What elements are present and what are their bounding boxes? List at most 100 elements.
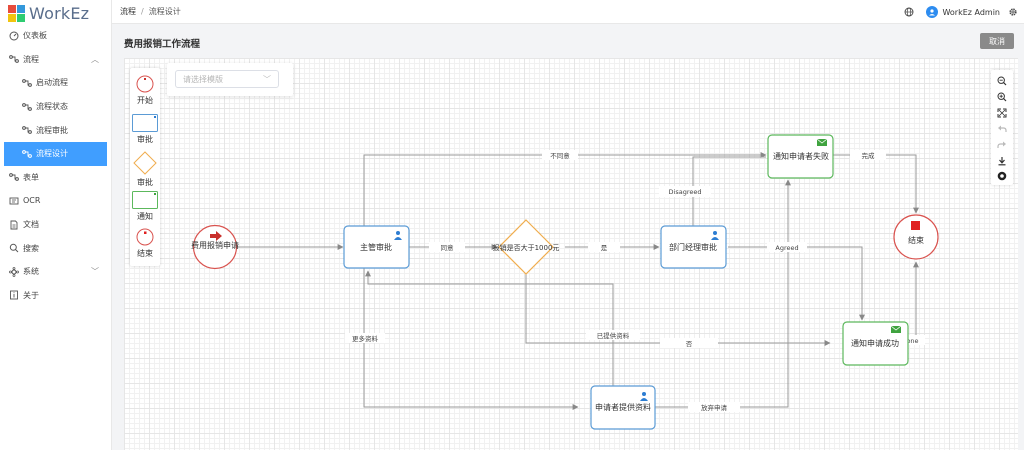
gateway-icon [133,151,157,175]
template-select[interactable]: 请选择模版 ﹀ [175,70,279,88]
undo-icon[interactable] [997,124,1007,134]
zoom-out-icon[interactable] [997,76,1007,86]
sidebar-item-system[interactable]: 系统 ﹀ [0,260,111,284]
breadcrumb-current: 流程设计 [148,7,181,16]
palette-item-approval-task[interactable]: 审批 [130,114,160,145]
info-icon [9,290,19,300]
palette-label: 通知 [137,212,153,221]
breadcrumb: 流程 / 流程设计 [120,6,181,17]
edge-label-no: 否 [686,340,693,348]
avatar[interactable] [926,6,939,18]
flow-icon [22,102,32,112]
edge-label-give-up: 放弃申请 [701,403,728,412]
edge-no[interactable] [525,274,831,346]
user-icon [711,231,719,240]
download-icon[interactable] [997,156,1007,166]
app-logo[interactable]: WorkEz [8,3,89,23]
edge-label-done: Done [901,337,918,345]
edge-reject[interactable] [363,152,767,226]
flow-icon [9,54,19,64]
sidebar-item-documents[interactable]: 文档 [0,213,111,237]
edge-complete[interactable] [833,154,919,214]
chevron-up-icon: ︿ [91,54,99,64]
flow-canvas[interactable]: 不同意 同意 是 Disagreed Agreed 完成 Done 否 更多资料… [124,58,1018,450]
end-event-icon [136,228,154,246]
palette-label: 审批 [137,178,153,187]
node-label: 部门经理审批 [669,242,717,252]
palette-item-end[interactable]: 结束 [130,228,160,259]
sidebar-item-flow-approval[interactable]: 流程审批 [0,118,111,142]
node-notify-fail[interactable]: 通知申请者失败 [767,134,834,179]
node-end[interactable]: 结束 [893,214,939,260]
palette-item-notify[interactable]: 通知 [130,191,160,222]
notify-task-icon [132,191,158,209]
palette-label: 审批 [137,135,153,144]
node-label: 主管审批 [360,242,392,252]
top-header: 流程 / 流程设计 WorkEz Admin [112,0,1024,24]
edge-label-more-info: 更多资料 [352,334,379,343]
node-label: 通知申请成功 [851,338,899,348]
edge-label-info-provided: 已提供资料 [597,331,630,340]
flow-diagram: 不同意 同意 是 Disagreed Agreed 完成 Done 否 更多资料… [191,134,939,430]
edge-label-disagreed: Disagreed [669,188,702,196]
user-task-icon [132,114,158,132]
sidebar-item-search[interactable]: 搜索 [0,236,111,260]
palette-item-start[interactable]: 开始 [130,75,160,106]
sidebar-item-dashboard[interactable]: 仪表板 [0,24,111,48]
main-content: 费用报销工作流程 取消 [112,24,1024,450]
node-notify-ok[interactable]: 通知申请成功 [842,321,909,366]
sidebar-item-label: 系统 [23,267,39,277]
edge-label-complete: 完成 [862,151,876,160]
edge-info-provided[interactable] [365,270,614,386]
globe-icon[interactable] [904,7,914,17]
sidebar: WorkEz 仪表板 流程 ︿ 启动流程 流程状态 [0,0,112,450]
node-manager[interactable]: 主管审批 [343,225,410,269]
node-start[interactable]: 费用报销申请 [191,224,239,270]
edge-label-agree: 同意 [441,243,455,252]
palette-label: 结束 [137,249,153,258]
envelope-icon [816,138,828,146]
palette-item-gateway[interactable]: 审批 [130,151,160,188]
fit-view-icon[interactable] [997,108,1007,118]
sidebar-item-about[interactable]: 关于 [0,284,111,308]
envelope-icon [890,325,902,333]
save-icon[interactable] [997,171,1007,181]
redo-icon[interactable] [997,140,1007,150]
edge-label-reject: 不同意 [550,151,570,160]
flow-icon [22,149,32,159]
flow-icon [22,78,32,88]
sidebar-item-start-flow[interactable]: 启动流程 [0,71,111,95]
node-dept-manager[interactable]: 部门经理审批 [660,225,727,269]
sidebar-item-label: 文档 [23,220,39,230]
edge-give-up[interactable] [647,179,791,408]
canvas-toolbar [991,70,1013,185]
sidebar-item-flow[interactable]: 流程 ︿ [0,48,111,72]
edge-more-info[interactable] [363,268,579,410]
user-icon [394,231,402,240]
arrow-right-icon [210,231,222,241]
sidebar-nav: 仪表板 流程 ︿ 启动流程 流程状态 流程审批 [0,24,111,307]
search-icon [9,243,19,253]
sidebar-item-label: 流程审批 [36,125,68,135]
sidebar-item-flow-design[interactable]: 流程设计 [4,141,107,166]
breadcrumb-item[interactable]: 流程 [120,7,136,16]
user-name[interactable]: WorkEz Admin [942,7,1000,17]
page-title: 费用报销工作流程 [124,39,201,50]
sidebar-item-form[interactable]: 表单 [0,166,111,190]
sidebar-item-label: 关于 [23,290,39,300]
node-gateway[interactable]: 报销是否大于1000元 [493,219,560,275]
sidebar-item-flow-status[interactable]: 流程状态 [0,95,111,119]
sidebar-item-label: 启动流程 [36,78,68,88]
ocr-icon [9,196,19,206]
node-applicant[interactable]: 申请者提供资料 [590,385,656,430]
edge-disagreed[interactable] [692,156,766,226]
sidebar-item-label: 流程状态 [36,102,68,112]
cancel-button[interactable]: 取消 [980,33,1014,49]
edge-label-yes: 是 [601,244,608,252]
sidebar-item-ocr[interactable]: OCR [0,189,111,213]
chevron-down-icon: ﹀ [263,75,271,84]
edge-agreed[interactable] [728,246,865,321]
zoom-in-icon[interactable] [997,92,1007,102]
gear-icon[interactable] [1008,7,1018,17]
sidebar-item-label: 流程 [23,54,39,64]
